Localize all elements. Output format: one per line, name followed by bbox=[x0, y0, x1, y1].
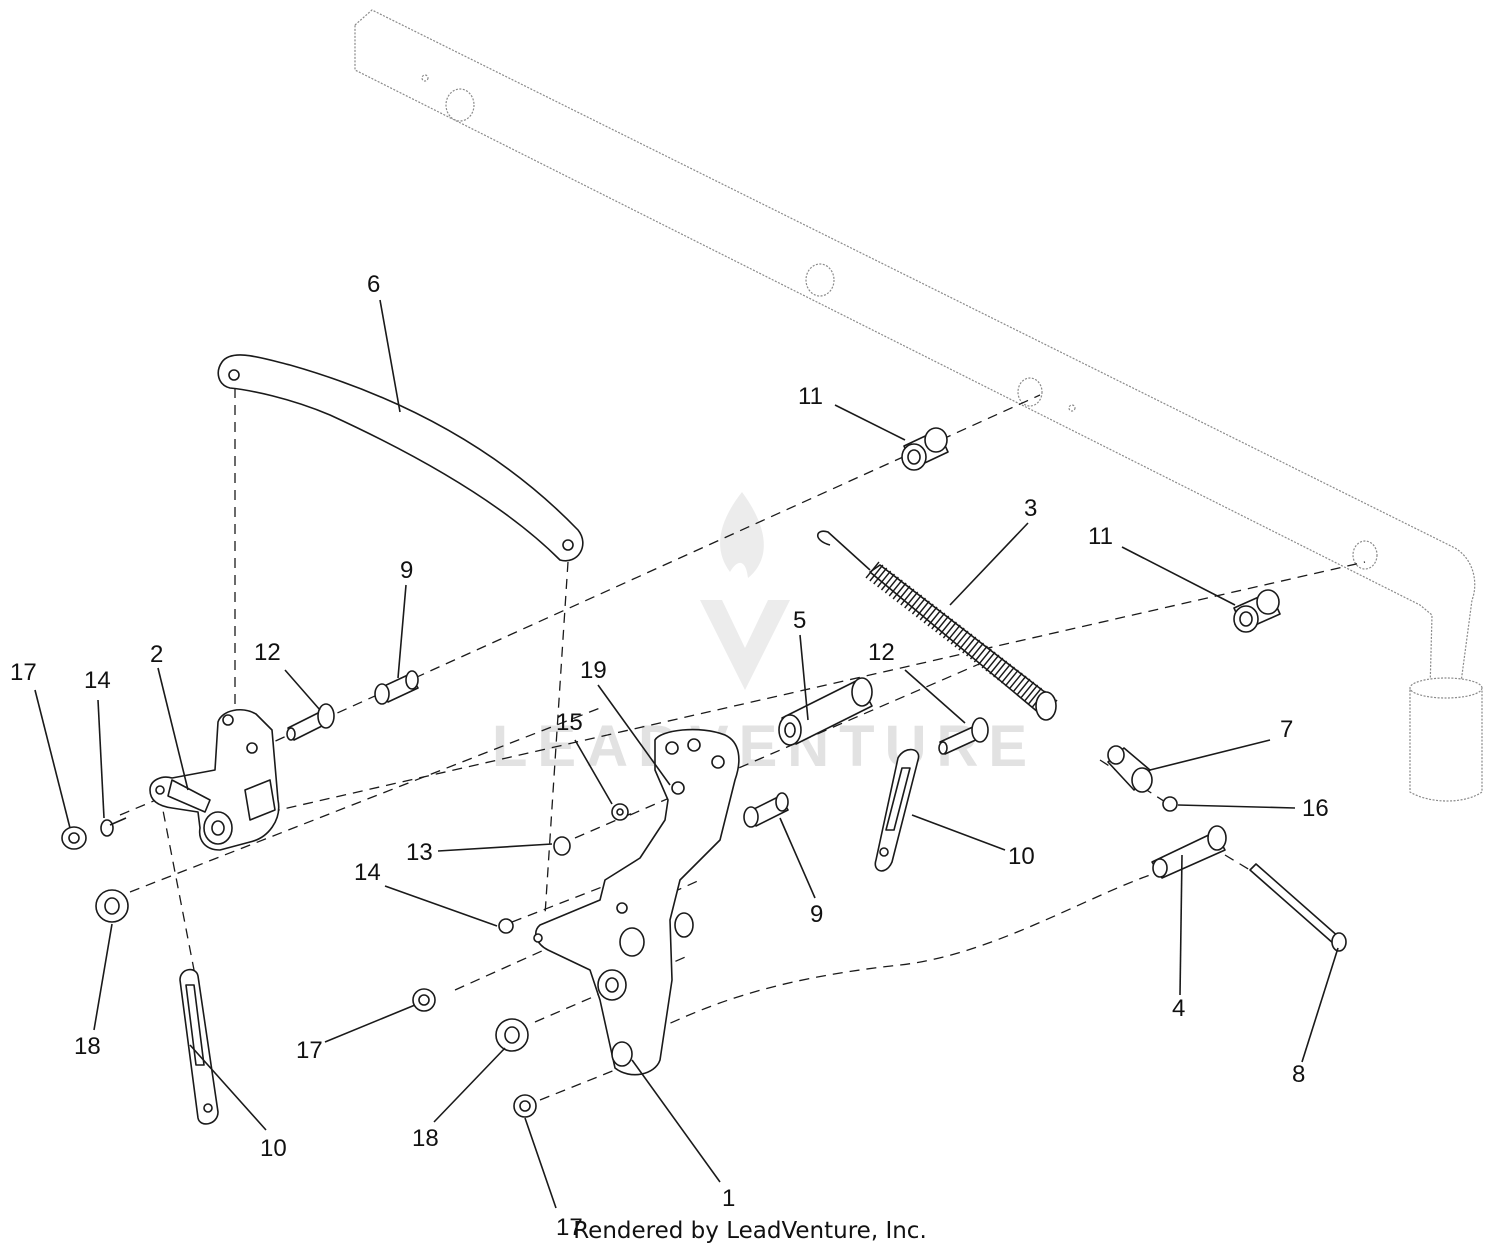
part-12-bolt-left bbox=[286, 703, 335, 741]
part-5-sleeve bbox=[778, 677, 873, 746]
callout-13: 13 bbox=[406, 839, 433, 866]
part-10-link-left bbox=[179, 968, 219, 1125]
callout-11: 11 bbox=[1088, 523, 1113, 550]
callout-15: 15 bbox=[556, 709, 583, 736]
callout-17: 17 bbox=[556, 1214, 583, 1241]
callout-14: 14 bbox=[84, 667, 111, 694]
part-8-bolt bbox=[1249, 863, 1347, 952]
part-10-link-right bbox=[874, 748, 920, 872]
part-14-clip-center bbox=[498, 918, 514, 934]
callout-6: 6 bbox=[367, 271, 380, 298]
callout-12: 12 bbox=[254, 639, 281, 666]
callout-17: 17 bbox=[296, 1037, 323, 1064]
callout-4: 4 bbox=[1172, 995, 1185, 1022]
callout-18: 18 bbox=[74, 1033, 101, 1060]
callout-19: 19 bbox=[580, 657, 607, 684]
callout-12: 12 bbox=[868, 639, 895, 666]
part-6-arm bbox=[217, 354, 584, 562]
callout-3: 3 bbox=[1024, 495, 1037, 522]
part-16-nut bbox=[1162, 796, 1178, 812]
part-17-nut-left bbox=[61, 826, 87, 850]
part-9-pin-lower bbox=[743, 792, 789, 828]
part-3-spring bbox=[816, 530, 1058, 721]
part-11-bushing-lower bbox=[1233, 589, 1281, 633]
callout-8: 8 bbox=[1292, 1061, 1305, 1088]
part-1-bracket bbox=[533, 728, 740, 1076]
part-14-clip-left bbox=[100, 817, 127, 837]
part-18-nut-left bbox=[95, 889, 129, 923]
callout-7: 7 bbox=[1280, 716, 1293, 743]
footer-credit: Rendered by LeadVenture, Inc. bbox=[573, 1218, 927, 1244]
watermark: LEADVENTURE bbox=[492, 492, 1037, 779]
callout-18: 18 bbox=[412, 1125, 439, 1152]
callout-11: 11 bbox=[798, 383, 823, 410]
callout-5: 5 bbox=[793, 607, 806, 634]
leader-lines bbox=[34, 299, 1339, 1209]
part-15-washer bbox=[611, 803, 629, 821]
frame-bar bbox=[354, 9, 1483, 802]
callout-16: 16 bbox=[1302, 795, 1329, 822]
callout-10: 10 bbox=[1008, 843, 1035, 870]
callouts: 6 11 11 3 9 9 5 12 12 2 17 17 17 14 14 1… bbox=[10, 271, 1329, 1241]
callout-10: 10 bbox=[260, 1135, 287, 1162]
callout-2: 2 bbox=[150, 641, 163, 668]
part-2-bracket bbox=[149, 709, 280, 851]
part-11-bushing-upper bbox=[901, 427, 949, 471]
part-4-pivot bbox=[1151, 825, 1227, 879]
callout-14: 14 bbox=[354, 859, 381, 886]
part-12-bolt-right bbox=[938, 717, 989, 755]
part-17-nut-bottom bbox=[513, 1094, 537, 1118]
watermark-text: LEADVENTURE bbox=[492, 714, 1037, 779]
part-18-nut-center bbox=[495, 1018, 529, 1052]
callout-9: 9 bbox=[400, 557, 413, 584]
callout-9: 9 bbox=[810, 901, 823, 928]
part-17-nut-center bbox=[412, 988, 436, 1012]
part-13-screw bbox=[553, 836, 571, 856]
part-7-fitting bbox=[1107, 745, 1153, 793]
part-9-pin-upper bbox=[374, 670, 419, 705]
callout-17: 17 bbox=[10, 659, 37, 686]
callout-1: 1 bbox=[722, 1185, 735, 1212]
